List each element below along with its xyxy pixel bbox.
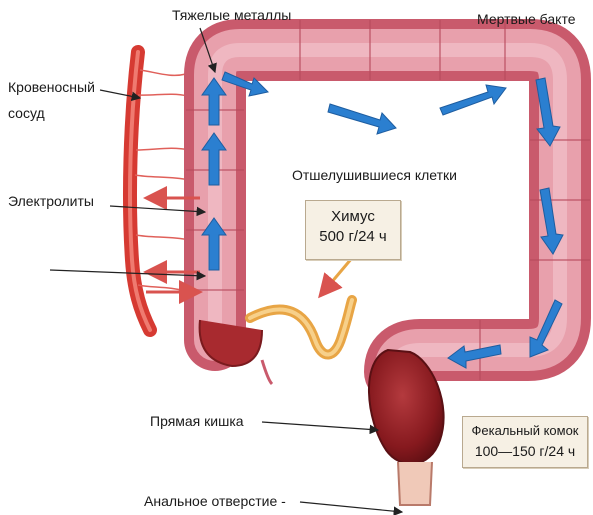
label-dead-bacteria: Мертвые бакте (477, 10, 575, 28)
chyme-title: Химус (306, 207, 400, 227)
rectum (369, 350, 444, 505)
label-anus: Анальное отверстие - (144, 492, 286, 510)
chyme-box: Химус 500 г/24 ч (305, 200, 401, 260)
label-blood-vessel-line2: сосуд (8, 104, 45, 122)
label-rectum: Прямая кишка (150, 412, 244, 430)
fecal-value: 100—150 г/24 ч (463, 441, 587, 461)
label-exfoliated-cells: Отшелушившиеся клетки (292, 166, 457, 184)
flow-arrow (440, 85, 506, 115)
label-electrolytes: Электролиты (8, 192, 94, 210)
blood-vessel (130, 52, 190, 330)
chyme-arrow (320, 258, 352, 296)
label-heavy-metals: Тяжелые металлы (172, 6, 291, 24)
fecal-box: Фекальный комок 100—150 г/24 ч (462, 416, 588, 468)
flow-arrow (328, 104, 396, 134)
chyme-value: 500 г/24 ч (306, 227, 400, 247)
fecal-title: Фекальный комок (463, 421, 587, 441)
label-blood-vessel-line1: Кровеносный (8, 78, 95, 96)
